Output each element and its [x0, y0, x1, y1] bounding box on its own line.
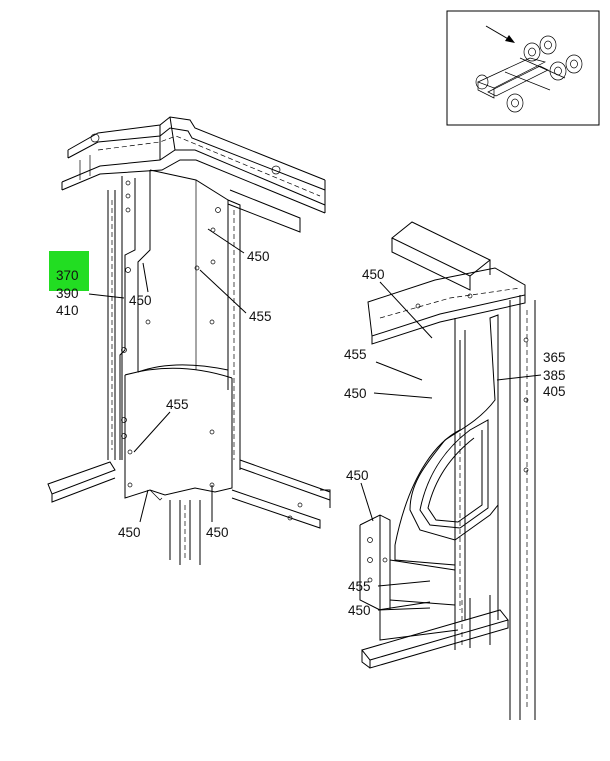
right-lower-pillar — [359, 514, 459, 641]
callout-450-left-bottom-left[interactable]: 450 — [118, 525, 141, 540]
inset-pointer-arrow — [485, 25, 511, 41]
vehicle-inset — [446, 10, 600, 126]
highlight-box[interactable] — [49, 251, 89, 291]
left-pillar-assembly — [47, 116, 331, 565]
callout-385[interactable]: 385 — [543, 368, 566, 383]
callout-455-left-lower[interactable]: 455 — [166, 397, 189, 412]
callout-450-left-bottom-right[interactable]: 450 — [206, 525, 229, 540]
leader-lines — [88, 228, 542, 611]
callout-450-right-lower[interactable]: 450 — [346, 468, 369, 483]
left-inner-panel-upper — [137, 169, 241, 470]
callout-450-right-top[interactable]: 450 — [362, 267, 385, 282]
left-outer-pillar — [107, 176, 136, 460]
callout-450-right-mid[interactable]: 450 — [344, 386, 367, 401]
left-roof-rail — [61, 116, 326, 233]
callout-455-left-upper[interactable]: 455 — [249, 309, 272, 324]
callout-450-right-bottom[interactable]: 450 — [348, 603, 371, 618]
right-outer-pillar — [509, 295, 536, 720]
callout-410[interactable]: 410 — [56, 303, 79, 318]
right-pillar-assembly — [359, 221, 536, 720]
inset-arrowhead — [505, 35, 515, 43]
callout-365[interactable]: 365 — [543, 350, 566, 365]
callout-labels: 370 390 410 450 450 455 455 450 450 450 … — [56, 249, 566, 618]
right-floor-sill — [361, 595, 509, 669]
callout-455-right-bottom[interactable]: 455 — [348, 579, 371, 594]
left-inner-panel-lower — [124, 367, 233, 501]
callout-370[interactable]: 370 — [56, 268, 79, 283]
callout-405[interactable]: 405 — [543, 384, 566, 399]
right-window-panel — [394, 314, 499, 620]
inset-chassis-icon — [475, 35, 583, 113]
callout-450-left-mid[interactable]: 450 — [129, 293, 152, 308]
right-roof-rail — [367, 221, 526, 345]
callout-450-left-upper[interactable]: 450 — [247, 249, 270, 264]
callout-390[interactable]: 390 — [56, 286, 79, 301]
callout-455-right-top[interactable]: 455 — [344, 347, 367, 362]
inset-frame — [446, 10, 600, 126]
left-floor-sill — [47, 459, 331, 565]
